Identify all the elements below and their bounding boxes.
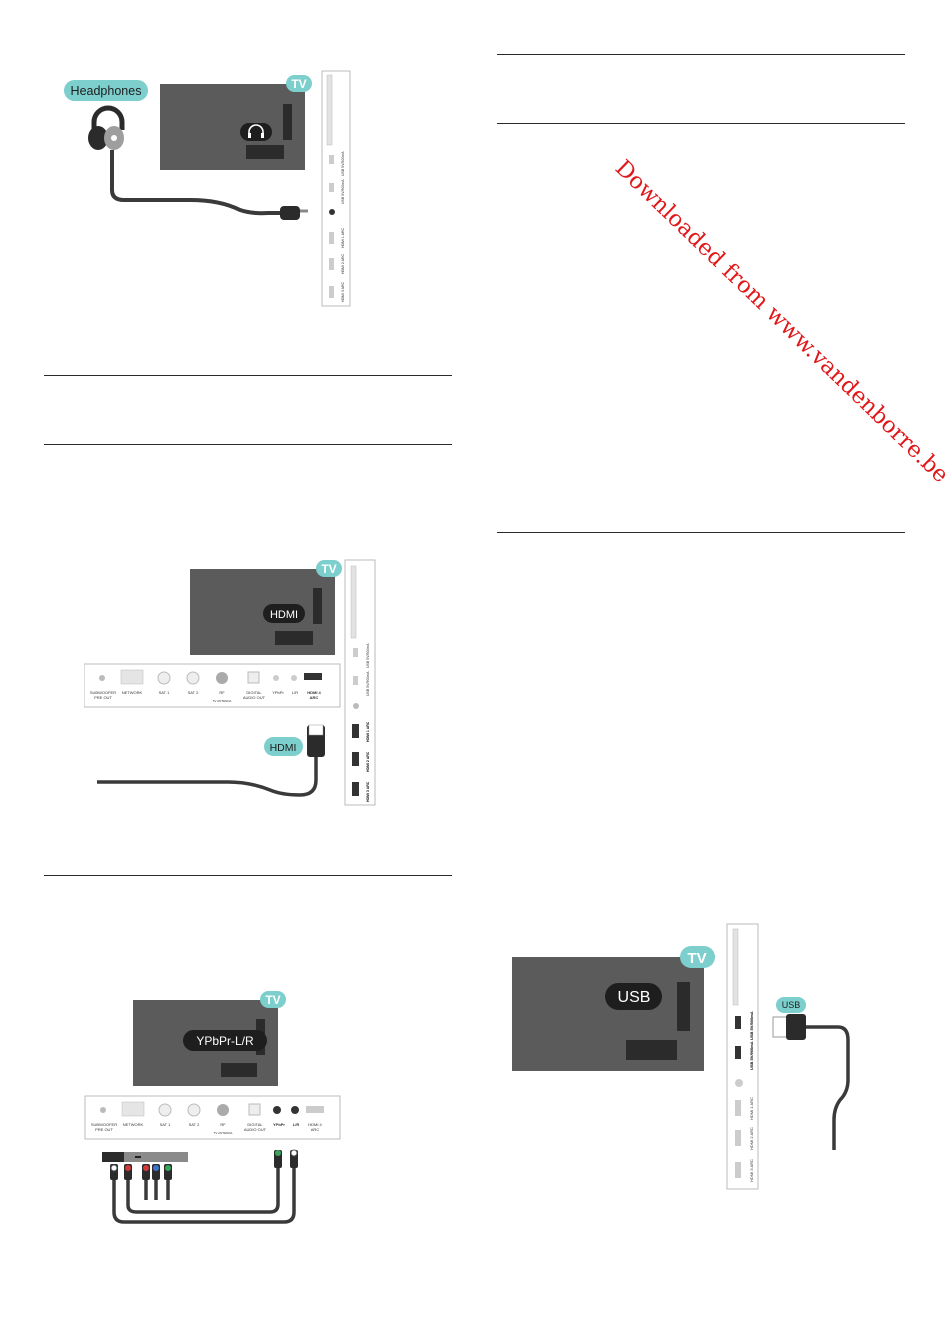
divider-left-2: [44, 444, 452, 445]
svg-text:L/R: L/R: [293, 1122, 300, 1127]
tv-badge: [260, 991, 286, 1008]
svg-text:HDMI 3 ARC: HDMI 3 ARC: [749, 1159, 754, 1182]
svg-text:L/R: L/R: [292, 690, 298, 695]
ypbpr-diagram: YPbPr-L/R TV SUBWOOFER PRE OUT NETWORK S…: [84, 991, 341, 1224]
svg-text:TV ANTENNA: TV ANTENNA: [214, 1131, 233, 1135]
hdmi-badge: [264, 737, 303, 756]
svg-text:HDMI 1 ARC: HDMI 1 ARC: [749, 1097, 754, 1120]
jack-plug: [280, 206, 300, 220]
divider-right-1: [497, 54, 905, 55]
usb-badge: [776, 997, 806, 1013]
svg-text:SAT 2: SAT 2: [189, 1122, 201, 1127]
svg-text:HDMI: HDMI: [270, 609, 298, 621]
svg-text:TV: TV: [687, 950, 706, 967]
hdmi-port-label: [263, 604, 305, 623]
svg-text:USB 5V/500mA: USB 5V/500mA: [749, 1011, 754, 1040]
svg-text:HDMI 2 ARC: HDMI 2 ARC: [366, 751, 370, 772]
svg-text:USB: USB: [618, 989, 651, 1006]
svg-text:HDMI 3 ARC: HDMI 3 ARC: [341, 281, 345, 302]
side-connector-panel: [321, 70, 351, 307]
svg-text:USB 5V/900mA: USB 5V/900mA: [749, 1041, 754, 1070]
ypbpr-port-label: [183, 1030, 267, 1051]
side-connector-panel: [344, 559, 376, 806]
svg-text:AUDIO OUT: AUDIO OUT: [244, 1127, 267, 1132]
svg-text:HDMI: HDMI: [270, 742, 297, 754]
headphones-device-icon: [91, 105, 125, 130]
tv-badge-text: TV: [291, 77, 306, 91]
svg-text:HDMI 1 ARC: HDMI 1 ARC: [341, 227, 345, 248]
svg-text:HDMI 1 ARC: HDMI 1 ARC: [366, 721, 370, 742]
headphones-badge-text: Headphones: [71, 84, 142, 98]
watermark: Downloaded from www.vandenborre.be: [609, 155, 950, 489]
svg-text:HDMI 4: HDMI 4: [308, 1122, 322, 1127]
svg-text:HDMI 2 ARC: HDMI 2 ARC: [341, 253, 345, 274]
source-device: [102, 1152, 188, 1162]
svg-text:HDMI 2 ARC: HDMI 2 ARC: [749, 1127, 754, 1150]
component-cables: [112, 1168, 296, 1224]
side-connector-panel: [726, 923, 759, 1190]
bottom-connector-panel: [84, 1095, 341, 1140]
svg-text:AUDIO OUT: AUDIO OUT: [243, 695, 266, 700]
svg-text:USB 5V/900mA: USB 5V/900mA: [366, 671, 370, 696]
svg-text:YPbPr-L/R: YPbPr-L/R: [196, 1034, 254, 1048]
svg-text:YPbPr: YPbPr: [273, 1122, 285, 1127]
svg-text:SAT 2: SAT 2: [188, 690, 200, 695]
rca-plugs: [110, 1149, 298, 1180]
tv-badge: [286, 75, 312, 92]
svg-text:HDMI 4: HDMI 4: [307, 690, 321, 695]
svg-text:DIGITAL: DIGITAL: [247, 1122, 263, 1127]
svg-text:SAT 1: SAT 1: [160, 1122, 172, 1127]
headphones-badge: [64, 80, 148, 101]
divider-left-3: [44, 875, 452, 876]
svg-text:YPbPr: YPbPr: [272, 690, 284, 695]
svg-text:RF: RF: [220, 1122, 226, 1127]
headphone-cable: [110, 150, 286, 216]
tv-badge: [316, 560, 342, 577]
usb-port-label: [605, 983, 662, 1010]
svg-text:USB 5V/900mA: USB 5V/900mA: [341, 179, 345, 204]
svg-text:NETWORK: NETWORK: [122, 690, 143, 695]
svg-text:HDMI 3 ARC: HDMI 3 ARC: [366, 781, 370, 802]
svg-text:TV ANTENNA: TV ANTENNA: [213, 699, 232, 703]
svg-text:DIGITAL: DIGITAL: [246, 690, 262, 695]
hdmi-diagram: HDMI TV USB 5V/500mA USB 5V/900mA HDMI 1…: [84, 559, 376, 806]
svg-text:USB 5V/500mA: USB 5V/500mA: [366, 643, 370, 668]
divider-right-2: [497, 123, 905, 124]
svg-text:TV: TV: [265, 993, 280, 1007]
svg-text:ARC: ARC: [311, 1127, 320, 1132]
svg-text:USB: USB: [782, 1000, 801, 1010]
svg-text:ARC: ARC: [310, 695, 319, 700]
usb-plug-tip: [772, 1016, 788, 1038]
svg-text:SUBWOOFER: SUBWOOFER: [91, 1122, 117, 1127]
usb-diagram: USB TV USB 5V/500mA USB 5V/900mA HDMI 1 …: [512, 923, 850, 1190]
svg-text:PRE OUT: PRE OUT: [95, 1127, 113, 1132]
usb-plug: [786, 1014, 806, 1040]
divider-right-3: [497, 532, 905, 533]
headphones-icon: [248, 124, 264, 135]
headphones-diagram: TV USB 5V/500mA USB 5V/900mA HDMI 1 ARC …: [64, 70, 351, 307]
divider-left-1: [44, 375, 452, 376]
svg-text:NETWORK: NETWORK: [123, 1122, 144, 1127]
svg-text:SAT 1: SAT 1: [159, 690, 171, 695]
usb-cable: [805, 1025, 850, 1150]
svg-text:RF: RF: [219, 690, 225, 695]
svg-text:USB 5V/500mA: USB 5V/500mA: [341, 151, 345, 176]
svg-text:PRE OUT: PRE OUT: [94, 695, 112, 700]
svg-text:SUBWOOFER: SUBWOOFER: [90, 690, 116, 695]
tv-badge: [680, 946, 715, 968]
hdmi-cable: [97, 755, 318, 797]
svg-text:TV: TV: [321, 562, 336, 576]
